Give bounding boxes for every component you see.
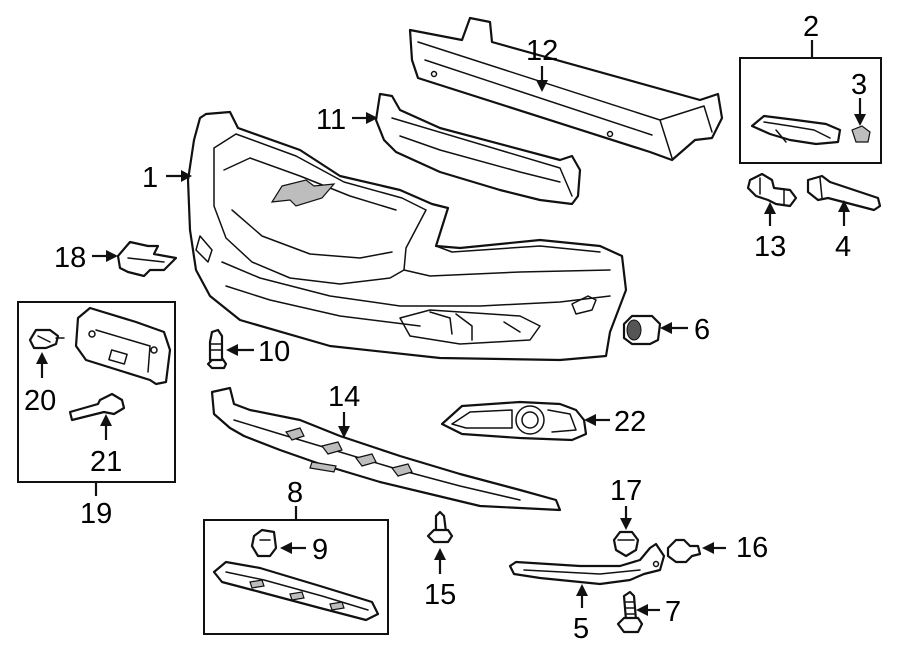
part-20-screw[interactable] <box>28 328 65 350</box>
part-3-clip[interactable] <box>851 125 871 143</box>
callout-21: 21 <box>90 446 122 478</box>
callout-9: 9 <box>312 534 328 566</box>
callout-1: 1 <box>142 162 158 194</box>
callout-4: 4 <box>835 231 851 263</box>
callout-19: 19 <box>80 498 112 530</box>
part-6-sensor[interactable] <box>622 314 662 346</box>
part-21-rivet[interactable] <box>68 392 126 422</box>
part-7-push-pin[interactable] <box>616 590 644 634</box>
callout-8: 8 <box>287 477 303 509</box>
callout-20: 20 <box>24 385 56 417</box>
callout-3: 3 <box>851 69 867 101</box>
part-17-nut[interactable] <box>612 530 640 558</box>
callout-18: 18 <box>54 242 86 274</box>
part-14-air-deflector[interactable] <box>210 386 562 512</box>
callout-2: 2 <box>803 11 819 43</box>
part-2-bracket-kit-box[interactable] <box>739 57 882 164</box>
callout-17: 17 <box>610 475 642 507</box>
part-8-lower-grille-box[interactable] <box>203 519 389 635</box>
callout-13: 13 <box>754 231 786 263</box>
callout-16: 16 <box>736 532 768 564</box>
part-16-bolt[interactable] <box>666 538 702 564</box>
part-15-push-pin[interactable] <box>426 510 454 544</box>
callout-12: 12 <box>526 35 558 67</box>
part-13-bolt[interactable] <box>746 172 798 208</box>
callout-10: 10 <box>258 336 290 368</box>
part-22-fog-lamp-bezel[interactable] <box>440 400 588 442</box>
callout-14: 14 <box>328 381 360 413</box>
callout-numbers: 1 2 3 4 5 6 7 8 9 10 11 12 13 14 15 16 1… <box>24 11 867 645</box>
part-4-bolt[interactable] <box>806 174 882 212</box>
callout-5: 5 <box>573 613 589 645</box>
part-18-emblem[interactable] <box>116 240 178 278</box>
callout-15: 15 <box>424 579 456 611</box>
part-12-impact-bar[interactable] <box>408 16 724 162</box>
leader-lines <box>36 40 866 616</box>
part-11-energy-absorber[interactable] <box>374 92 582 206</box>
part-9-retainer[interactable] <box>250 528 278 558</box>
callout-7: 7 <box>665 596 681 628</box>
part-10-retainer[interactable] <box>206 328 228 370</box>
part-1-bumper-cover[interactable] <box>186 110 628 362</box>
part-5-bracket[interactable] <box>508 542 666 586</box>
callout-11: 11 <box>316 104 346 136</box>
callout-22: 22 <box>614 406 646 438</box>
callout-6: 6 <box>694 314 710 346</box>
